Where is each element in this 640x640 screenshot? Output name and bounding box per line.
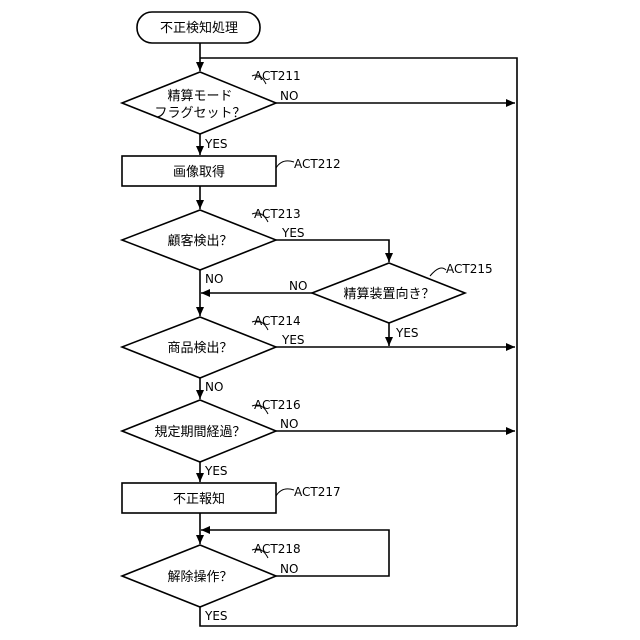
edge-label-act216-yes: YES: [204, 464, 228, 478]
step-label-act212: ACT212: [294, 157, 341, 171]
edge-label-act215-no: NO: [289, 279, 307, 293]
act213-label: 顧客検出？: [167, 233, 232, 249]
edge-label-act214-no: NO: [205, 380, 223, 394]
act211-label-line1: 精算モード: [167, 89, 232, 104]
edge-label-act214-yes: YES: [281, 333, 305, 347]
edge-label-act218-yes: YES: [204, 609, 228, 623]
leader-act217: [276, 489, 294, 496]
act211-label-line2: フラグセット？: [154, 106, 245, 121]
edge-label-act215-yes: YES: [395, 326, 419, 340]
act212-label: 画像取得: [173, 164, 225, 180]
edge-label-act211-no: NO: [280, 89, 298, 103]
step-label-act215: ACT215: [446, 262, 493, 276]
edge-act218-yes: [200, 607, 517, 626]
edge-label-act218-no: NO: [280, 562, 298, 576]
start-label: 不正検知処理: [160, 20, 238, 36]
step-label-act217: ACT217: [294, 485, 341, 499]
act214-label: 商品検出？: [167, 341, 232, 356]
leader-act212: [276, 161, 294, 168]
act216-label: 規定期間経過？: [154, 425, 245, 440]
edge-label-act213-yes: YES: [281, 226, 305, 240]
edge-act213-yes: [276, 240, 389, 262]
leader-act215: [430, 268, 446, 276]
step-label-act213: ACT213: [254, 207, 301, 221]
edge-label-act213-no: NO: [205, 272, 223, 286]
edge-label-act211-yes: YES: [204, 137, 228, 151]
edge-label-act216-no: NO: [280, 417, 298, 431]
step-label-act214: ACT214: [254, 314, 301, 328]
act215-label: 精算装置向き？: [343, 286, 434, 302]
step-label-act211: ACT211: [254, 69, 301, 83]
act217-label: 不正報知: [173, 491, 225, 507]
step-label-act218: ACT218: [254, 542, 301, 556]
act218-label: 解除操作？: [167, 569, 232, 585]
step-label-act216: ACT216: [254, 398, 301, 412]
